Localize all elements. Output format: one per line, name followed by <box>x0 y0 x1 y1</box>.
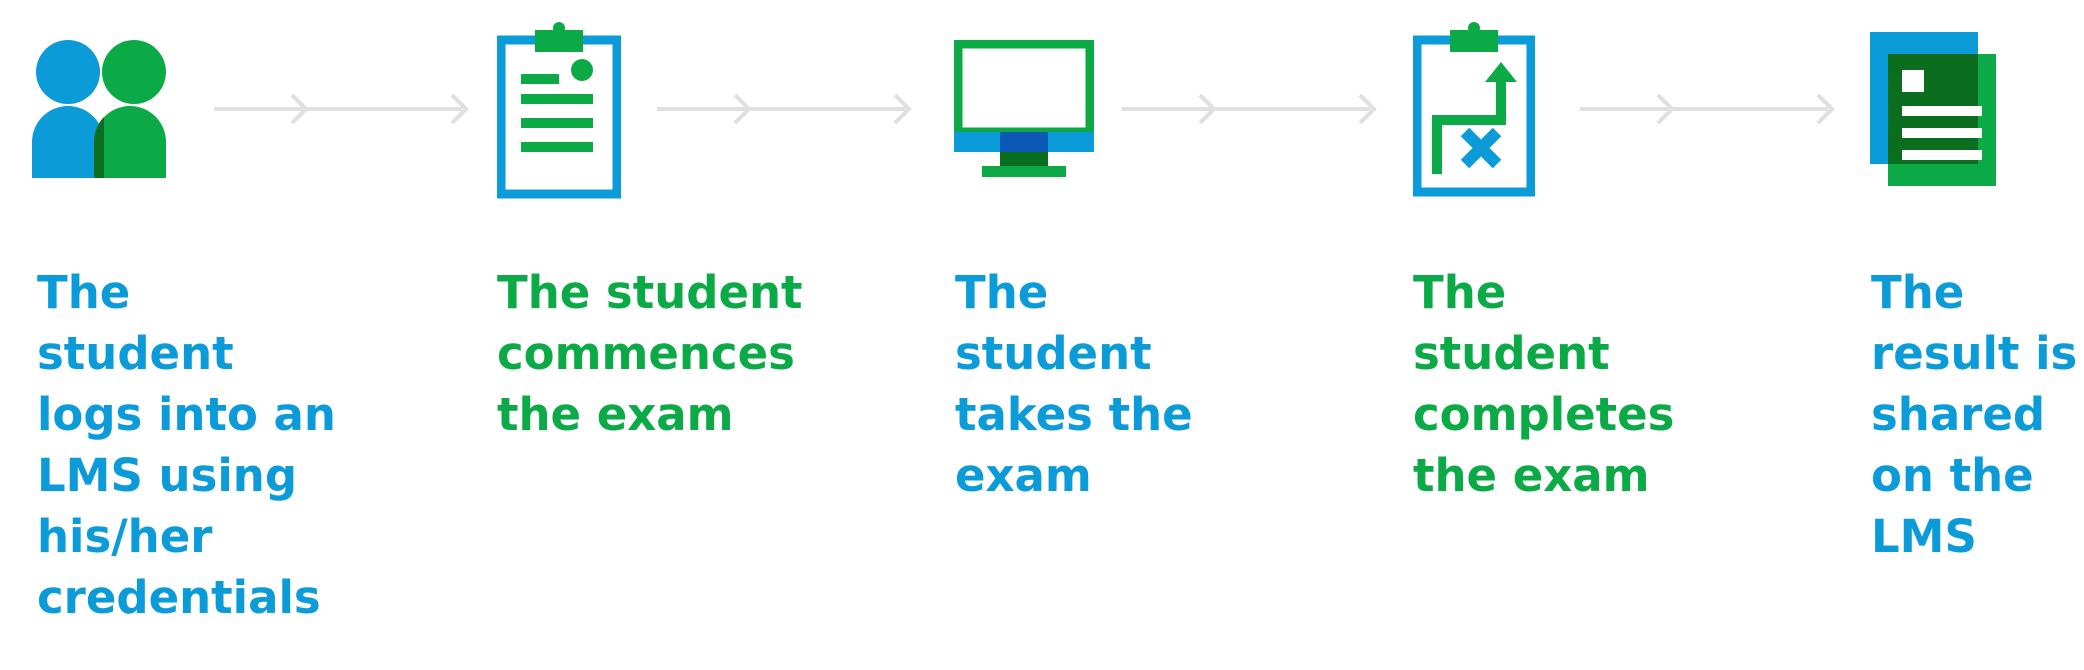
flow-arrow <box>214 93 469 125</box>
users-icon <box>32 40 166 178</box>
step-2-text: The student commences the exam <box>497 266 803 441</box>
clipboard-document-icon <box>497 22 621 199</box>
flow-arrow <box>1580 93 1835 125</box>
step-5-text: The result is shared on the LMS <box>1871 266 2078 563</box>
step-1-text: The student logs into an LMS using his/h… <box>37 266 336 624</box>
clipboard-complete-icon <box>1413 22 1535 197</box>
result-document-icon <box>1870 32 1996 186</box>
flow-arrow <box>1122 93 1377 125</box>
flow-arrow <box>657 93 912 125</box>
step-4-text: The student completes the exam <box>1413 266 1675 502</box>
monitor-icon <box>954 40 1094 177</box>
step-3-text: The student takes the exam <box>955 266 1193 502</box>
